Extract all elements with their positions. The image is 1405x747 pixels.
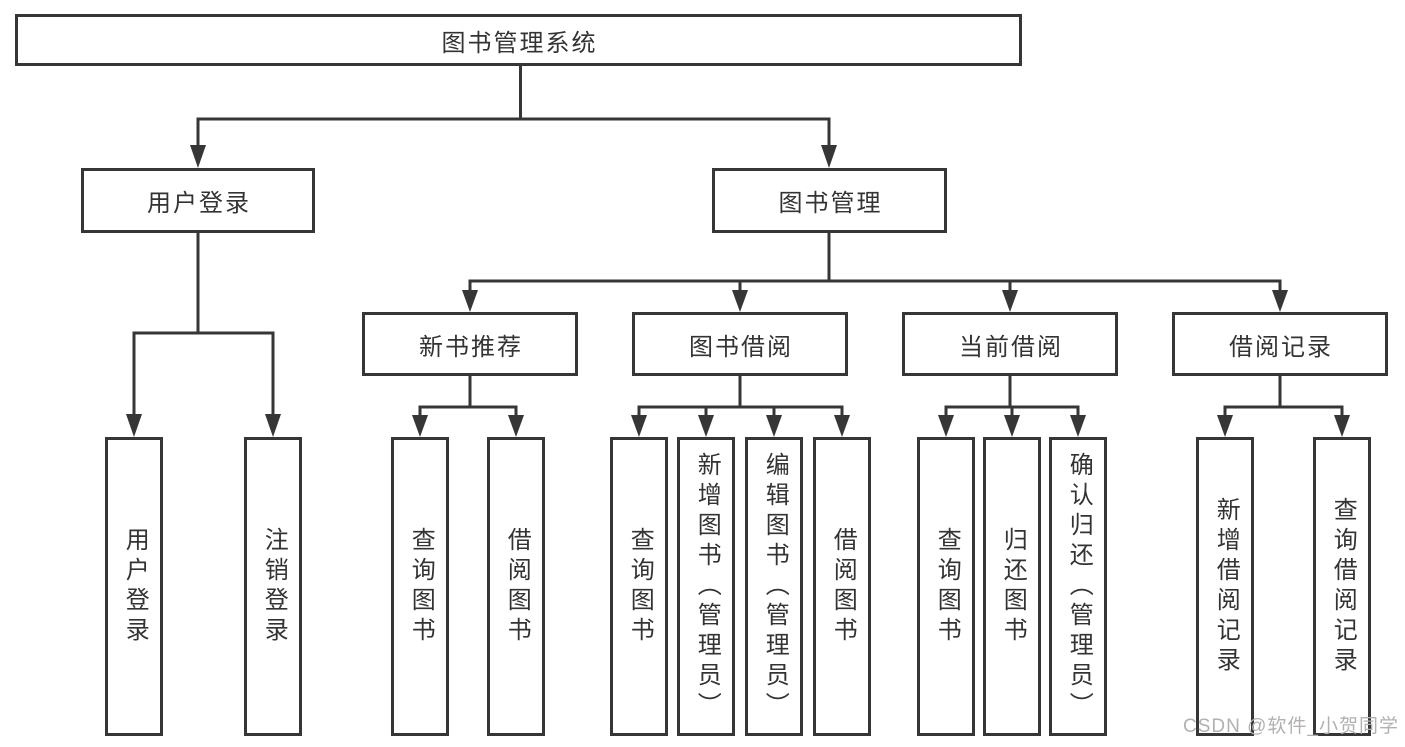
connector-book-management-to-level3 (462, 233, 1288, 312)
leaf-label: 查询图书 (407, 526, 435, 647)
node-leaf-query-books-borrow: 查询图书 (610, 437, 668, 736)
node-leaf-borrow-books-recommend: 借阅图书 (487, 437, 545, 736)
leaf-label: 新增借阅记录 (1212, 496, 1240, 677)
node-current-borrow-label: 当前借阅 (959, 333, 1063, 361)
node-borrow-records: 借阅记录 (1172, 312, 1388, 376)
node-leaf-query-books-recommend: 查询图书 (391, 437, 449, 736)
leaf-label: 借阅图书 (503, 526, 531, 647)
leaf-label: 新增图书（管理员） (693, 451, 721, 722)
node-leaf-add-borrow-record: 新增借阅记录 (1196, 437, 1254, 736)
node-user-login: 用户登录 (81, 168, 315, 233)
leaf-label: 编辑图书（管理员） (761, 451, 789, 722)
connector-user-login-to-leaves (126, 233, 281, 437)
leaf-label: 查询图书 (933, 526, 961, 647)
node-leaf-query-books-current: 查询图书 (917, 437, 975, 736)
node-leaf-add-books-admin: 新增图书（管理员） (677, 437, 735, 736)
node-leaf-query-borrow-record: 查询借阅记录 (1313, 437, 1371, 736)
node-book-management: 图书管理 (712, 168, 947, 233)
node-book-borrow-label: 图书借阅 (689, 333, 793, 361)
node-new-book-recommend-label: 新书推荐 (419, 333, 523, 361)
leaf-label: 用户登录 (121, 526, 149, 647)
node-leaf-edit-books-admin: 编辑图书（管理员） (745, 437, 803, 736)
node-leaf-user-login: 用户登录 (105, 437, 163, 736)
node-root: 图书管理系统 (15, 14, 1022, 66)
leaf-label: 注销登录 (260, 526, 288, 647)
connector-new-book-to-leaves (412, 376, 524, 437)
node-new-book-recommend: 新书推荐 (362, 312, 578, 376)
connector-book-borrow-to-leaves (631, 376, 850, 437)
leaf-label: 查询图书 (626, 526, 654, 647)
node-current-borrow: 当前借阅 (902, 312, 1118, 376)
leaf-label: 确认归还（管理员） (1065, 451, 1093, 722)
node-leaf-return-books: 归还图书 (983, 437, 1041, 736)
node-leaf-logout: 注销登录 (244, 437, 302, 736)
node-user-login-label: 用户登录 (147, 190, 251, 217)
connector-borrow-records-to-leaves (1217, 376, 1350, 437)
node-leaf-confirm-return-admin: 确认归还（管理员） (1049, 437, 1107, 736)
leaf-label: 借阅图书 (829, 526, 857, 647)
connector-root-to-level2 (190, 66, 837, 168)
node-book-management-label: 图书管理 (778, 190, 883, 217)
node-leaf-borrow-books: 借阅图书 (813, 437, 871, 736)
leaf-label: 查询借阅记录 (1329, 496, 1357, 677)
csdn-watermark: CSDN @软件_小贺同学 (1183, 716, 1399, 737)
node-book-borrow: 图书借阅 (632, 312, 848, 376)
node-root-label: 图书管理系统 (441, 29, 598, 57)
node-borrow-records-label: 借阅记录 (1229, 333, 1333, 361)
connector-current-borrow-to-leaves (938, 376, 1086, 437)
leaf-label: 归还图书 (999, 526, 1027, 647)
